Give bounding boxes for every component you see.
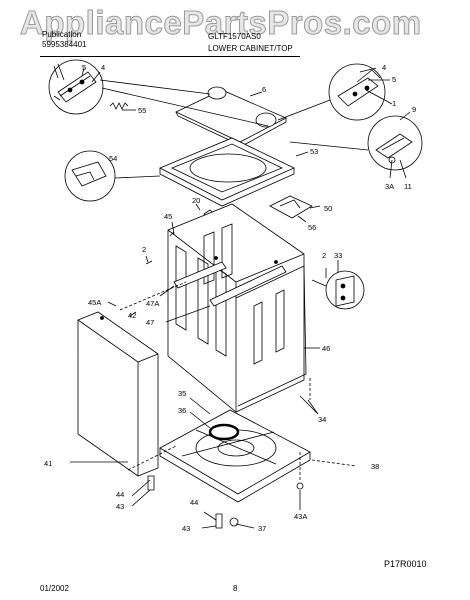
callout-47A: 47A [146, 299, 159, 308]
callout-56: 56 [308, 223, 316, 232]
callout-4b: 4 [382, 63, 386, 72]
callout-5b: 5 [392, 75, 396, 84]
callout-20: 20 [192, 196, 200, 205]
cabinet-frame [167, 203, 305, 413]
section-title: LOWER CABINET/TOP [208, 44, 293, 53]
detail-door-clip [325, 270, 365, 310]
right-side-panel [235, 265, 307, 407]
detail-right-hinge [367, 115, 423, 171]
header-rule [40, 56, 300, 57]
detail-top-right [328, 63, 386, 121]
spring-part [109, 102, 129, 110]
page-number: 8 [233, 584, 238, 593]
cabinet-base [159, 409, 311, 503]
front-panel [77, 311, 159, 477]
callout-46: 46 [322, 344, 330, 353]
model-number: GLTF1570AS0 [208, 32, 261, 41]
detail-left-clip [64, 150, 116, 202]
assembly-lines [119, 281, 357, 480]
callout-53: 53 [310, 147, 318, 156]
brand-line: Publication [42, 30, 82, 39]
callout-4: 4 [101, 63, 105, 72]
callout-11: 11 [404, 182, 412, 191]
watermark: AppliancePartsPros.com [20, 4, 422, 42]
callout-43b: 43 [182, 524, 190, 533]
lid-switch-bracket [269, 195, 313, 219]
callout-45A: 45A [88, 298, 101, 307]
callout-43A: 43A [294, 512, 307, 521]
callout-35: 35 [178, 389, 186, 398]
callout-34: 34 [318, 415, 326, 424]
callout-42: 42 [128, 311, 136, 320]
cabinet-top [159, 137, 295, 207]
callout-37: 37 [258, 524, 266, 533]
callout-6: 6 [262, 85, 266, 94]
callout-9: 9 [412, 105, 416, 114]
callout-5: 5 [82, 63, 86, 72]
callout-47: 47 [146, 318, 154, 327]
footer-date: 01/2002 [40, 584, 69, 593]
callout-2b: 2 [322, 251, 326, 260]
publication-number: 5995384401 [42, 40, 87, 49]
callout-labels: 1 2 2 3A 4 4 5 5 6 9 11 20 33 34 35 36 3… [44, 63, 416, 533]
callout-38: 38 [371, 462, 379, 471]
callout-1: 1 [392, 99, 396, 108]
callout-54: 54 [109, 154, 117, 163]
callout-36: 36 [178, 406, 186, 415]
diagram-code: P17R0010 [384, 559, 427, 569]
callout-43: 43 [116, 502, 124, 511]
callout-44b: 44 [190, 498, 198, 507]
top-lid [175, 86, 287, 147]
callout-45: 45 [164, 212, 172, 221]
callout-44: 44 [116, 490, 124, 499]
callout-3A: 3A [385, 182, 394, 191]
callout-41: 41 [44, 459, 52, 468]
callout-50: 50 [324, 204, 332, 213]
callout-55: 55 [138, 106, 146, 115]
detail-top-left [48, 59, 104, 115]
tub-ring [208, 423, 240, 441]
callout-2: 2 [142, 245, 146, 254]
callout-33: 33 [334, 251, 342, 260]
